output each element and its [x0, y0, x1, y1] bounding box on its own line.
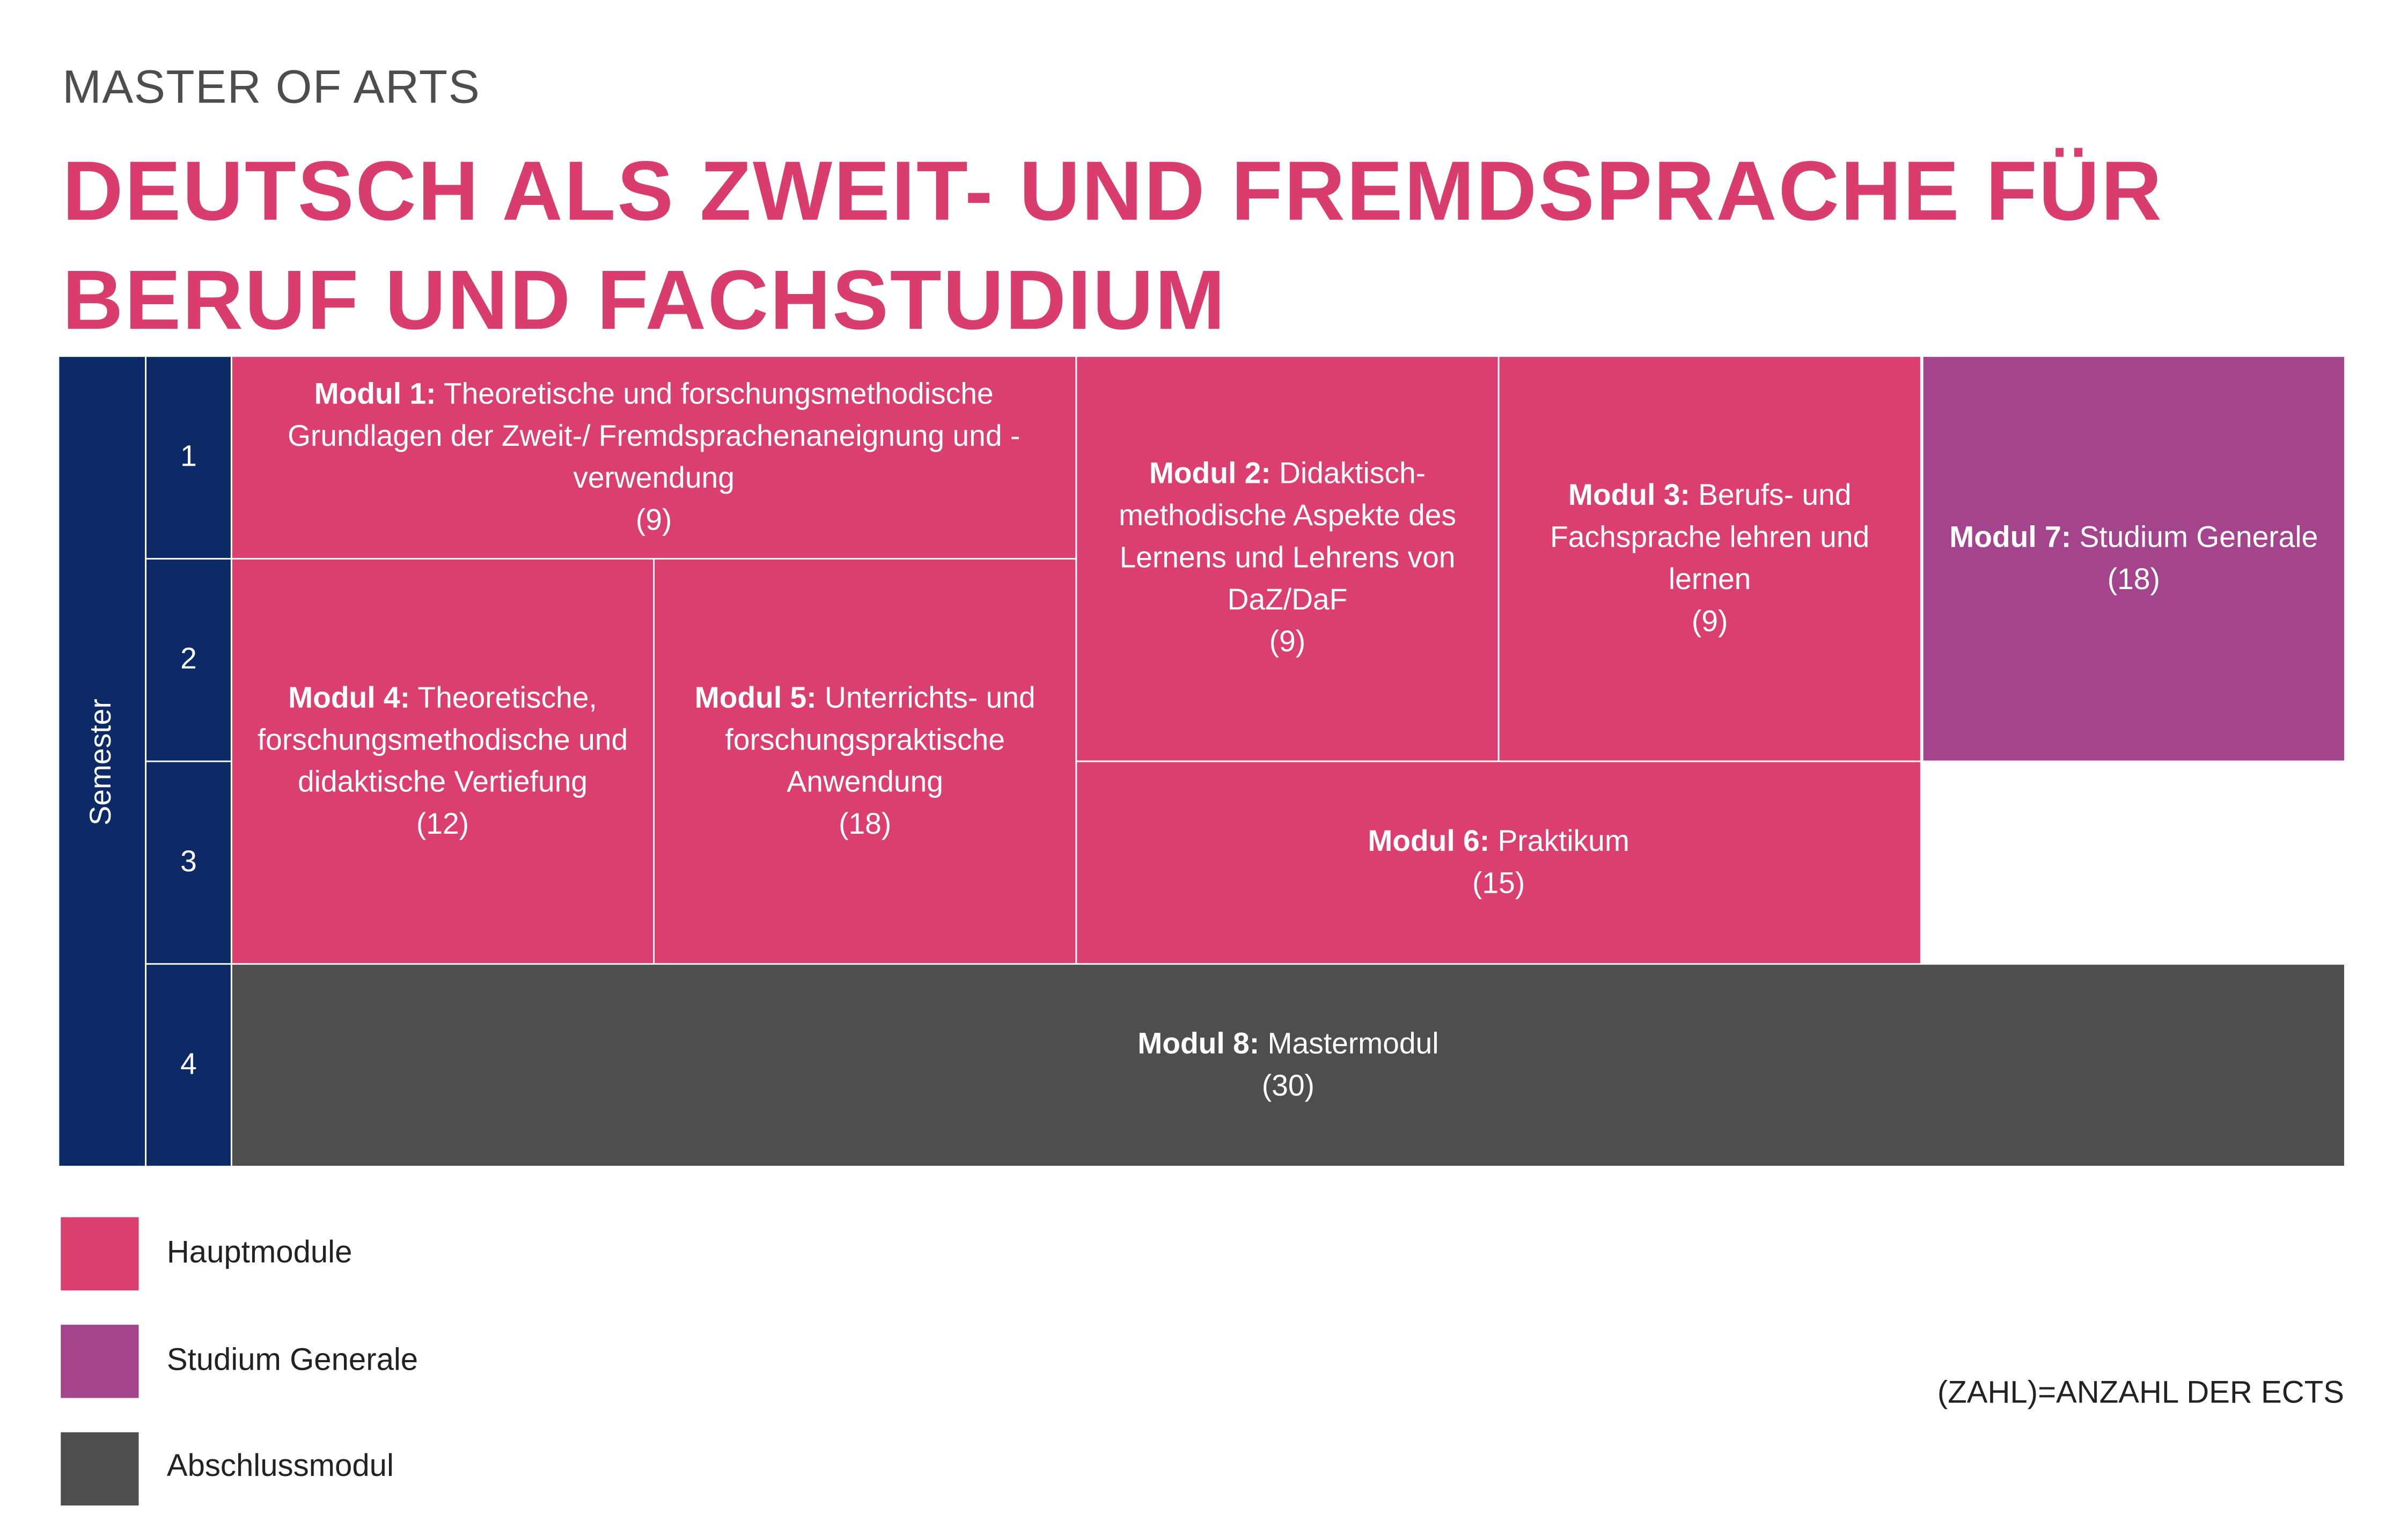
module-name: Theoretische, forschungsmethodische und … [257, 681, 628, 799]
legend-swatch-studium-generale [61, 1325, 139, 1398]
semester-2: 2 [146, 559, 231, 761]
page-title: DEUTSCH ALS ZWEIT- UND FREMDSPRACHE FÜR … [62, 145, 2163, 348]
legend-swatch-hauptmodule [61, 1217, 139, 1291]
module-5: Modul 5: Unterrichts- und forschungsprak… [655, 559, 1076, 964]
module-label: Modul 2: [1149, 458, 1271, 491]
module-label: Modul 7: [1949, 521, 2072, 554]
module-ects: (12) [416, 808, 469, 841]
module-label: Modul 8: [1137, 1027, 1260, 1061]
module-3: Modul 3: Berufs- und Fachsprache lehren … [1499, 357, 1920, 761]
module-4: Modul 4: Theoretische, forschungsmethodi… [232, 559, 654, 964]
semester-4: 4 [146, 965, 231, 1166]
module-label: Modul 4: [288, 681, 410, 715]
legend-label-studium-generale: Studium Generale [166, 1343, 419, 1378]
module-8: Modul 8: Mastermodul (30) [232, 965, 2344, 1166]
legend-label-hauptmodule: Hauptmodule [166, 1236, 353, 1270]
module-label: Modul 6: [1368, 825, 1490, 858]
module-label: Modul 3: [1568, 479, 1690, 512]
module-name: Praktikum [1497, 825, 1629, 858]
semester-1: 1 [146, 357, 231, 558]
semester-axis: Semester [59, 357, 145, 1166]
module-7: Modul 7: Studium Generale (18) [1923, 357, 2344, 761]
module-name: Theoretische und forschungsmethodische G… [287, 378, 1021, 495]
module-ects: (15) [1472, 867, 1525, 900]
module-ects: (9) [635, 504, 672, 537]
module-ects: (9) [1691, 605, 1728, 638]
subtitle: MASTER OF ARTS [62, 62, 481, 114]
module-2: Modul 2: Didaktisch-methodische Aspekte … [1077, 357, 1498, 761]
module-name: Mastermodul [1267, 1027, 1439, 1061]
module-name: Unterrichts- und forschungspraktische An… [725, 681, 1036, 799]
module-ects: (18) [2107, 563, 2160, 597]
legend-label-abschlussmodul: Abschlussmodul [166, 1449, 394, 1484]
ects-note: (ZAHL)=ANZAHL DER ECTS [1937, 1376, 2344, 1410]
module-ects: (18) [839, 808, 892, 841]
module-1: Modul 1: Theoretische und forschungsmeth… [232, 357, 1076, 558]
module-label: Modul 1: [314, 378, 436, 411]
semester-3: 3 [146, 762, 231, 964]
module-ects: (9) [1269, 626, 1306, 659]
module-6: Modul 6: Praktikum (15) [1077, 762, 1920, 964]
legend-swatch-abschlussmodul [61, 1432, 139, 1506]
module-name: Studium Generale [2079, 521, 2318, 554]
module-ects: (30) [1261, 1070, 1315, 1103]
module-name: Didaktisch-methodische Aspekte des Lerne… [1118, 458, 1456, 618]
module-label: Modul 5: [694, 681, 817, 715]
semester-label: Semester [85, 697, 118, 825]
module-name: Berufs- und Fachsprache lehren und lerne… [1550, 479, 1870, 597]
